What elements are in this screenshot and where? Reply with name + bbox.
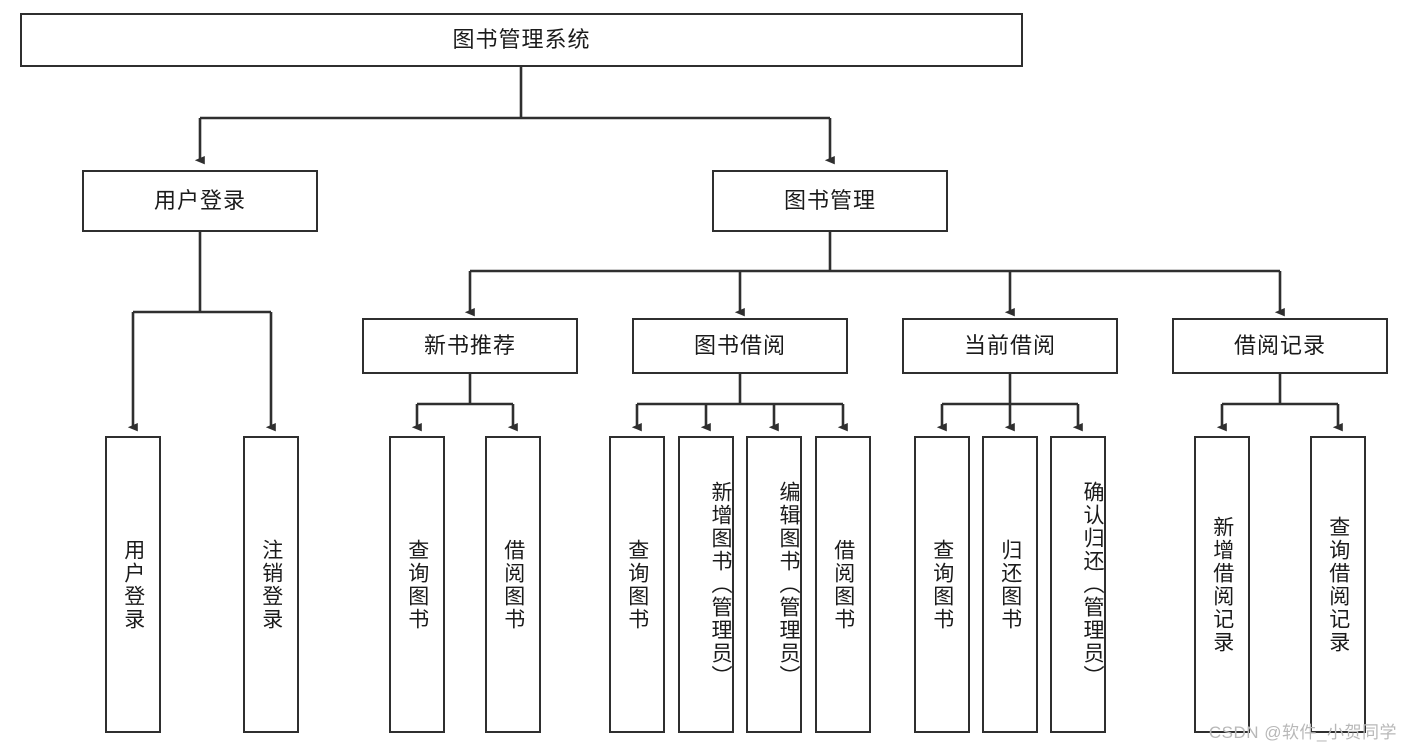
node-label: 图书管理系统 xyxy=(452,27,591,52)
node-label: 新增借阅记录 xyxy=(1210,515,1234,654)
node-book-management[interactable]: 图书管理 xyxy=(712,170,948,232)
node-new-book-recommend[interactable]: 新书推荐 xyxy=(362,318,578,374)
leaf-query-book-recommend[interactable]: 查询图书 xyxy=(389,436,445,733)
node-user-login[interactable]: 用户登录 xyxy=(82,170,318,232)
node-label: 用户登录 xyxy=(121,538,145,631)
leaf-add-borrow-record[interactable]: 新增借阅记录 xyxy=(1194,436,1250,733)
node-label: 借阅图书 xyxy=(831,538,855,631)
node-label: 借阅记录 xyxy=(1233,333,1326,358)
node-label: 编辑图书（管理员） xyxy=(777,481,800,688)
leaf-user-login[interactable]: 用户登录 xyxy=(105,436,161,733)
node-label: 确认归还（管理员） xyxy=(1081,481,1104,688)
node-root-system[interactable]: 图书管理系统 xyxy=(20,13,1023,67)
node-label: 图书借阅 xyxy=(693,333,786,358)
leaf-borrow-book-recommend[interactable]: 借阅图书 xyxy=(485,436,541,733)
node-label: 新书推荐 xyxy=(423,333,516,358)
node-book-borrow[interactable]: 图书借阅 xyxy=(632,318,848,374)
node-label: 当前借阅 xyxy=(963,333,1056,358)
node-label: 借阅图书 xyxy=(501,538,525,631)
leaf-confirm-return-admin[interactable]: 确认归还（管理员） xyxy=(1050,436,1106,733)
node-borrow-record[interactable]: 借阅记录 xyxy=(1172,318,1388,374)
leaf-query-book-borrow[interactable]: 查询图书 xyxy=(609,436,665,733)
leaf-query-book-current[interactable]: 查询图书 xyxy=(914,436,970,733)
node-label: 归还图书 xyxy=(998,538,1022,631)
node-label: 查询图书 xyxy=(625,538,649,631)
leaf-return-book[interactable]: 归还图书 xyxy=(982,436,1038,733)
node-label: 注销登录 xyxy=(259,538,283,631)
node-label: 查询图书 xyxy=(930,538,954,631)
node-label: 查询图书 xyxy=(405,538,429,631)
node-current-borrow[interactable]: 当前借阅 xyxy=(902,318,1118,374)
leaf-logout[interactable]: 注销登录 xyxy=(243,436,299,733)
node-label: 新增图书（管理员） xyxy=(709,481,732,688)
leaf-add-book-admin[interactable]: 新增图书（管理员） xyxy=(678,436,734,733)
csdn-watermark: CSDN @软件_小贺同学 xyxy=(1208,723,1397,742)
leaf-edit-book-admin[interactable]: 编辑图书（管理员） xyxy=(746,436,802,733)
node-label: 用户登录 xyxy=(153,188,246,213)
leaf-query-borrow-record[interactable]: 查询借阅记录 xyxy=(1310,436,1366,733)
leaf-borrow-book[interactable]: 借阅图书 xyxy=(815,436,871,733)
node-label: 查询借阅记录 xyxy=(1326,515,1350,654)
node-label: 图书管理 xyxy=(783,188,876,213)
